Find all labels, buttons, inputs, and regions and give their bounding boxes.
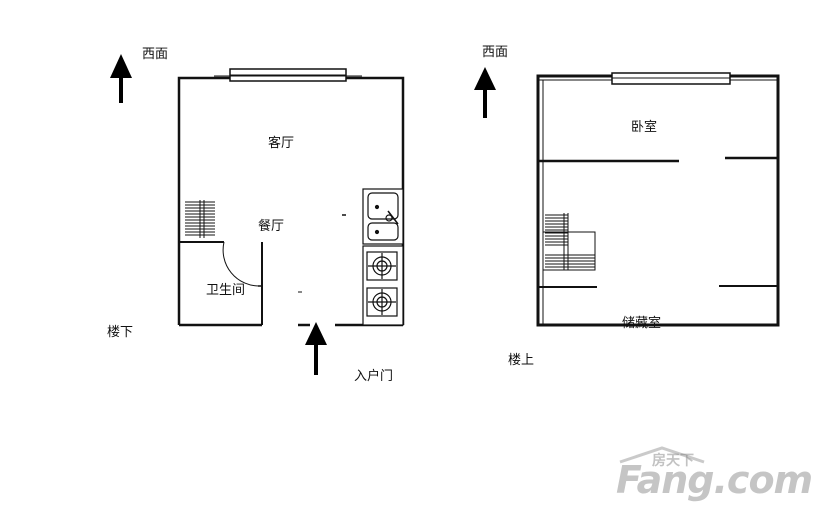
downstairs-window <box>214 68 362 82</box>
gas-burner-icon <box>362 245 404 326</box>
fang-logo-icon <box>619 446 705 464</box>
watermark-chinese: 房天下 <box>652 453 694 469</box>
living-room-label: 客厅 <box>268 136 295 151</box>
downstairs-floor-label: 楼下 <box>107 325 134 340</box>
downstairs-compass-label: 西面 <box>142 47 169 62</box>
entrance-label: 入户门 <box>354 369 394 384</box>
storage-room-label: 储藏室 <box>622 316 662 331</box>
dining-room-label: 餐厅 <box>258 219 285 234</box>
bathroom-label: 卫生间 <box>206 283 246 298</box>
upstairs-window <box>611 72 731 85</box>
upstairs-compass-label: 西面 <box>482 45 509 60</box>
upstairs-plan <box>536 72 780 327</box>
entrance-arrow-icon <box>305 322 327 375</box>
bedroom-label: 卧室 <box>631 120 658 135</box>
bathroom-door-swing <box>222 241 261 287</box>
arrow-up-icon <box>474 67 496 118</box>
upstairs-staircase <box>542 213 596 271</box>
upstairs-floor-label: 楼上 <box>508 353 535 368</box>
sink-icon <box>362 188 404 245</box>
arrow-up-icon <box>110 54 132 103</box>
watermark-latin: Fang.com <box>616 458 813 502</box>
downstairs-plan <box>177 68 405 327</box>
downstairs-staircase <box>185 200 215 238</box>
